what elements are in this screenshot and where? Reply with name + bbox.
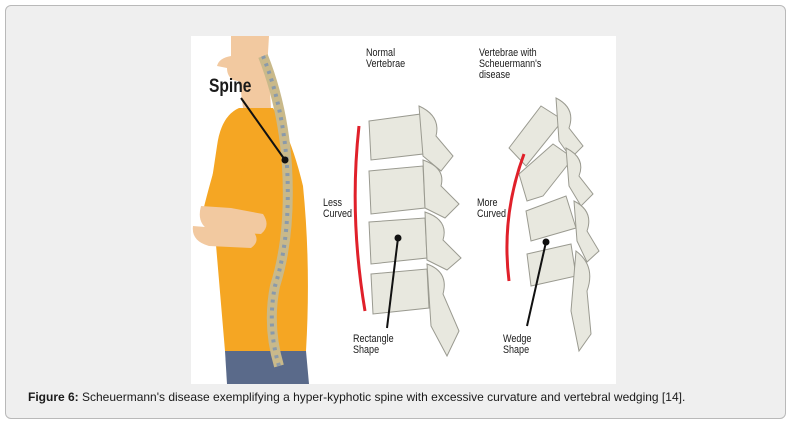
caption-text: Scheuermann's disease exemplifying a hyp…: [78, 390, 686, 404]
spine-pointer-dot: [281, 156, 289, 164]
wedge-pointer-line: [526, 241, 547, 327]
figure-panel: Spine Normal Vertebrae Vertebrae with Sc…: [5, 5, 786, 419]
spine-label: Spine: [209, 76, 252, 97]
less-curved-label: Less Curved: [323, 197, 353, 220]
figure-caption: Figure 6: Scheuermann's disease exemplif…: [28, 390, 768, 404]
rectangle-pointer-line: [386, 237, 399, 329]
rectangle-shape-label: Rectangle Shape: [353, 333, 394, 356]
scheuermann-illustration: Spine Normal Vertebrae Vertebrae with Sc…: [191, 36, 616, 384]
rectangle-pointer-dot: [394, 234, 402, 242]
wedge-pointer-dot: [542, 238, 550, 246]
less-curved-line: [353, 125, 367, 312]
illustration-graphic: [192, 36, 600, 384]
scheuermann-vertebrae-label: Vertebrae with Scheuermann's disease: [479, 47, 542, 81]
normal-vertebrae-label: Normal Vertebrae: [366, 47, 406, 70]
more-curved-line: [505, 153, 526, 282]
normal-vertebrae-stack: [368, 105, 462, 358]
spine-column: [258, 54, 293, 368]
caption-label: Figure 6:: [28, 390, 79, 404]
spine-pointer-line: [240, 97, 286, 161]
wedge-vertebrae-stack: [508, 97, 600, 353]
more-curved-label: More Curved: [477, 197, 507, 220]
wedge-shape-label: Wedge Shape: [503, 333, 532, 356]
